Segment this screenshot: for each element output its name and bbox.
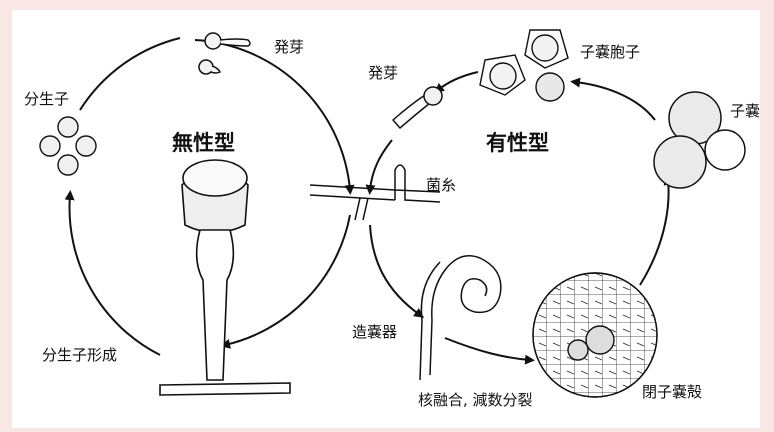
conidiophore xyxy=(159,159,291,396)
sexual-cycle-arc-germ-to-hypha xyxy=(365,139,393,195)
asci xyxy=(653,91,746,189)
hypha-label: 菌糸 xyxy=(426,176,457,194)
asexual-cycle-arc-bottom xyxy=(220,214,351,349)
sexual-cycle-arc-germ xyxy=(434,71,479,94)
germination-label-left: 発芽 xyxy=(274,38,305,56)
ascogonium-label: 造嚢器 xyxy=(352,323,398,341)
ascospore-label: 子嚢胞子 xyxy=(580,43,641,61)
germinating-ascospore xyxy=(391,86,443,130)
ascospores xyxy=(479,29,569,102)
cleistothecium-label: 閉子嚢殻 xyxy=(642,383,703,401)
asexual-cycle-arc-left xyxy=(64,190,161,356)
ascogonium xyxy=(419,255,502,381)
sexual-cycle-arc-hypha-to-ascogonium xyxy=(369,224,425,318)
conidia-label: 分生子 xyxy=(24,90,70,108)
cleistothecium xyxy=(532,272,658,398)
conidiation-label: 分生子形成 xyxy=(42,346,118,364)
germination-label-right: 発芽 xyxy=(368,64,399,82)
sexual-cycle-arc-top xyxy=(570,77,656,121)
asexual-stage-title: 無性型 xyxy=(172,131,235,155)
germinating-conidia xyxy=(198,32,251,75)
sexual-stage-title: 有性型 xyxy=(486,131,549,155)
hypha-center xyxy=(309,164,441,221)
sexual-cycle-arc-to-cleistothecium xyxy=(444,337,535,365)
ascus-label: 子嚢 xyxy=(730,102,761,120)
sexual-cycle-arc-right-up xyxy=(639,175,674,286)
conidia-cluster xyxy=(39,116,97,176)
asexual-cycle-arc-upleft xyxy=(79,37,181,111)
meiosis-label: 核融合, 減数分裂 xyxy=(418,391,533,409)
